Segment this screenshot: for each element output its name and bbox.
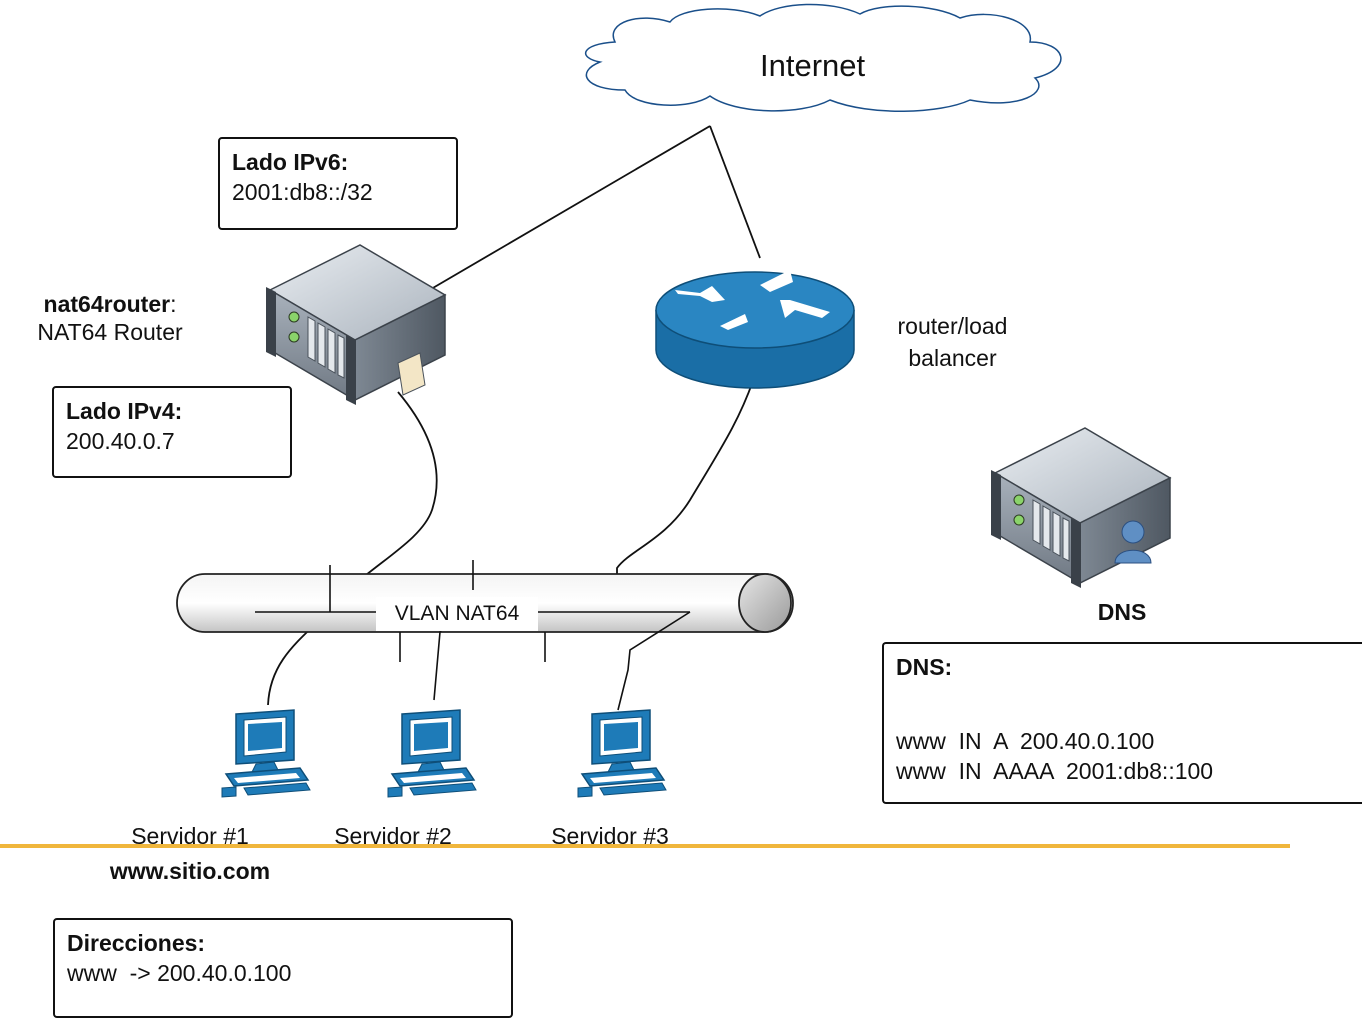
nat64-router-name: nat64router [43,291,171,317]
addresses-value: www -> 200.40.0.100 [67,960,292,986]
ipv6-value: 2001:db8::/32 [232,179,373,205]
router-label: router/load balancer [870,310,1035,374]
workstation-icon [577,709,667,798]
addresses-box: Direcciones: www -> 200.40.0.100 [53,918,513,1018]
server1-label: Servidor #1 [131,823,249,849]
addresses-title: Direcciones: [67,930,206,956]
ipv6-title: Lado IPv6: [232,149,349,175]
server1-host: www.sitio.com [109,858,271,884]
workstation-icon [387,709,477,798]
link-router-vlan [616,374,756,610]
dns-box-title: DNS: [896,654,953,680]
dns-record-aaaa: www IN AAAA 2001:db8::100 [896,758,1214,784]
router-label-line1: router/load [897,313,1008,339]
server2-label: Servidor #2 [334,823,452,849]
dns-box: DNS: www IN A 200.40.0.100 www IN AAAA 2… [882,642,1362,804]
link-nat64-server1 [267,391,438,706]
dns-record-a: www IN A 200.40.0.100 [896,728,1155,754]
router-label-line2: balancer [908,345,997,371]
ipv6-box: Lado IPv6: 2001:db8::/32 [218,137,458,230]
nat64-router-desc: NAT64 Router [37,319,183,345]
server-icon [265,244,446,406]
dns-server-label: DNS [1097,599,1147,625]
router-icon [655,270,855,389]
nat64-router-label: nat64router: NAT64 Router [10,290,210,346]
cloud-label: Internet [760,48,866,83]
vlan-label: VLAN NAT64 [376,597,538,631]
user-icon [1114,520,1152,564]
server-icon [990,427,1171,589]
ipv4-title: Lado IPv4: [66,398,183,424]
ipv4-box: Lado IPv4: 200.40.0.7 [52,386,292,478]
nat64-router-sep: : [170,291,177,317]
cloud-icon [584,3,1062,112]
link-internet-nat64 [425,125,711,293]
workstation-icon [221,709,311,798]
ipv4-value: 200.40.0.7 [66,428,175,454]
server3-label: Servidor #3 [551,823,669,849]
link-internet-router [709,125,761,259]
